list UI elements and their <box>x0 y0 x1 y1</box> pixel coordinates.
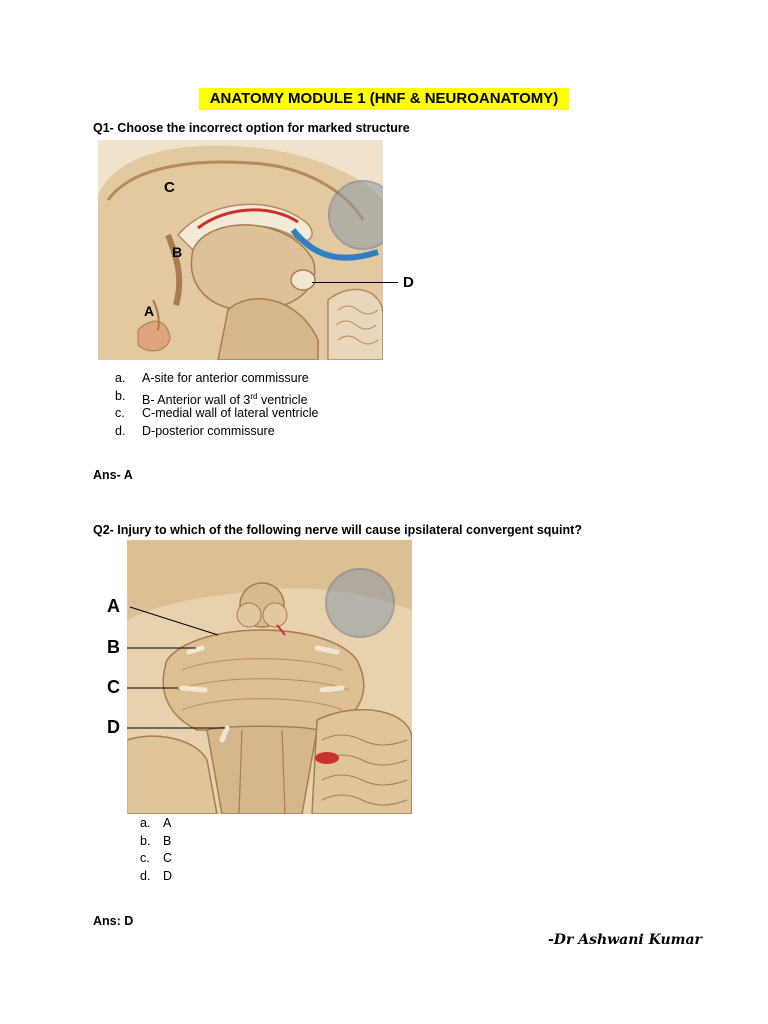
q1-label-d: D <box>403 274 414 291</box>
q2-answer: Ans: D <box>93 914 134 928</box>
q1-label-c: C <box>164 179 175 196</box>
q1-answer: Ans- A <box>93 468 133 482</box>
q2-label-d: D <box>107 717 120 737</box>
q1-label-b: B <box>172 244 182 260</box>
q2-question: Q2- Injury to which of the following ner… <box>93 523 582 537</box>
q2-label-a: A <box>107 596 120 616</box>
q1-pointer-d <box>312 282 398 283</box>
author-signature: -Dr Ashwani Kumar <box>548 932 702 948</box>
q1-brain-sagittal-image: C B A <box>98 140 383 360</box>
q2-label-b: B <box>107 637 120 657</box>
q1-question: Q1- Choose the incorrect option for mark… <box>93 121 410 135</box>
q2-label-c: C <box>107 677 120 697</box>
q1-label-a: A <box>144 303 154 319</box>
q2-brainstem-image <box>127 540 412 814</box>
page-title: ANATOMY MODULE 1 (HNF & NEUROANATOMY) <box>199 88 569 110</box>
